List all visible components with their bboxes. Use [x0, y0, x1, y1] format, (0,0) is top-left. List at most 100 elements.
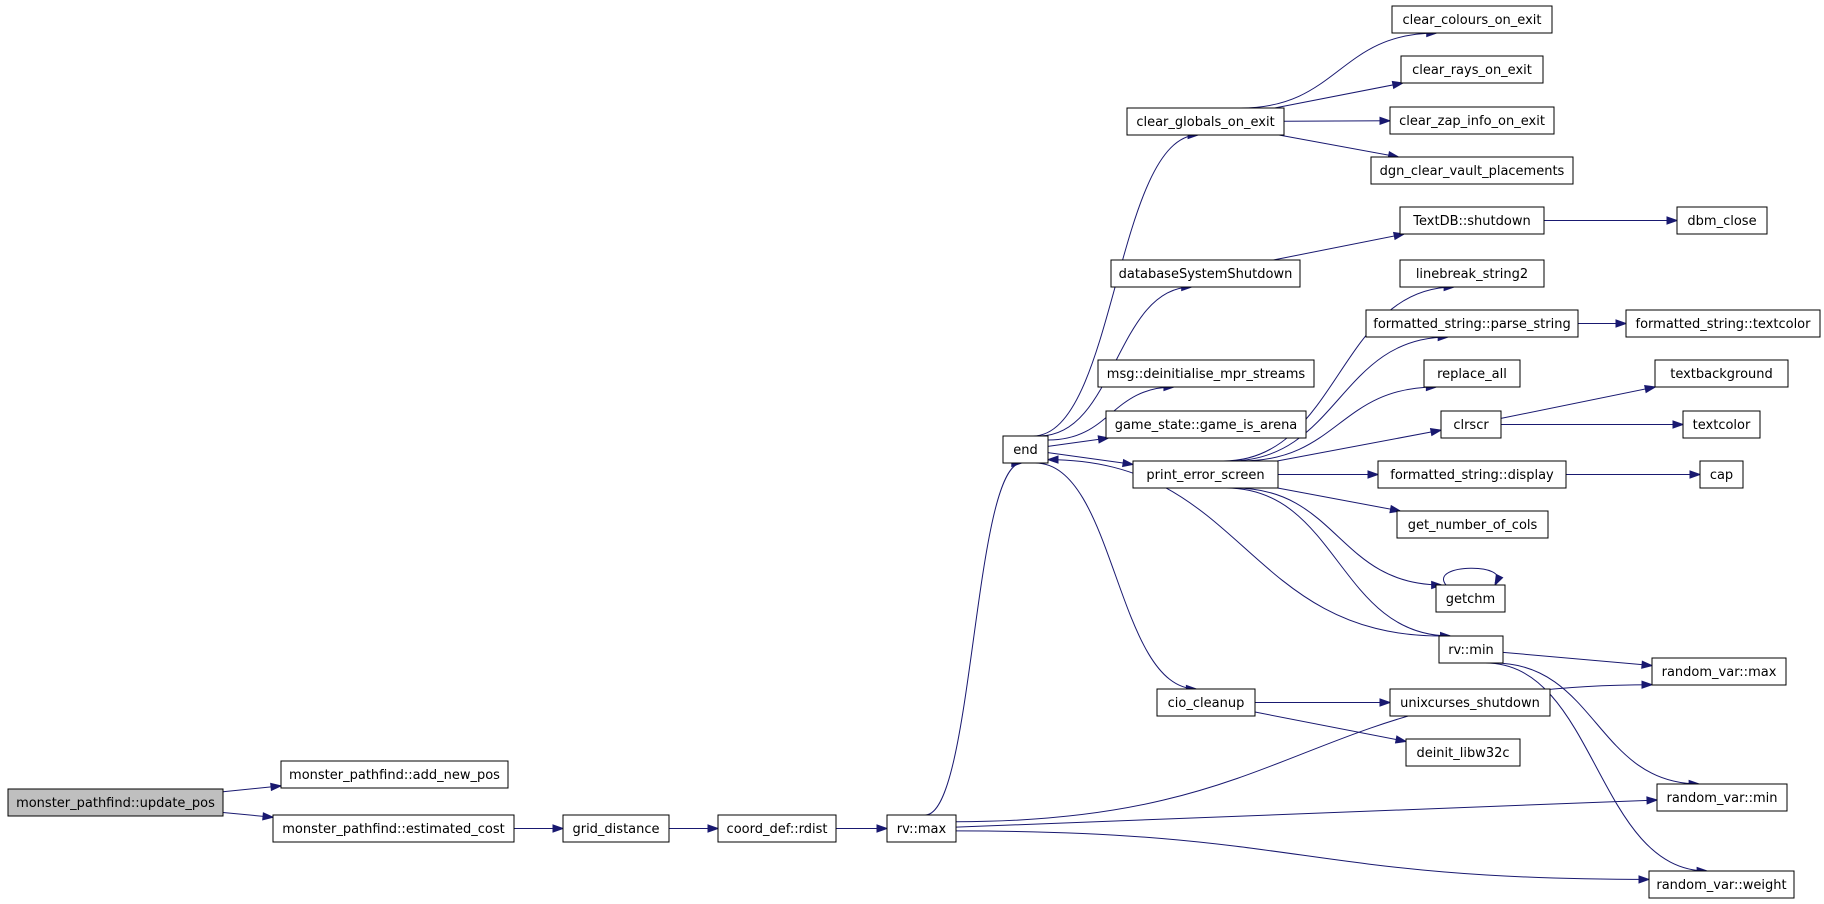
node-label: clear_globals_on_exit — [1136, 115, 1274, 130]
node-box — [1377, 460, 1567, 489]
node-unixcurses[interactable]: unixcurses_shutdown — [1389, 688, 1551, 717]
node-label: clear_colours_on_exit — [1403, 13, 1542, 28]
node-db-shutdown[interactable]: databaseSystemShutdown — [1110, 259, 1301, 288]
node-cap[interactable]: cap — [1699, 460, 1744, 489]
edge-db_shutdown-to-textdb_shutdown — [1273, 231, 1406, 261]
node-label: replace_all — [1437, 367, 1507, 382]
edge-rv_max-to-end — [925, 458, 1024, 816]
node-box — [280, 760, 509, 789]
node-label: deinit_libw32c — [1416, 746, 1509, 761]
edges-layer — [222, 28, 1709, 884]
node-rvar-weight[interactable]: random_var::weight — [1648, 870, 1795, 899]
node-label: clear_zap_info_on_exit — [1399, 114, 1545, 129]
node-box — [1396, 510, 1549, 539]
node-label: get_number_of_cols — [1408, 518, 1538, 533]
edge-cio_cleanup-to-unixcurses — [1255, 698, 1392, 707]
node-getchm[interactable]: getchm — [1435, 584, 1506, 613]
node-label: print_error_screen — [1146, 468, 1264, 483]
node-textdb-shutdown[interactable]: TextDB::shutdown — [1399, 206, 1545, 235]
node-box — [1391, 5, 1553, 34]
node-box — [7, 788, 224, 817]
edge-clear_globals-to-clear_zap — [1283, 116, 1392, 126]
node-rv-max[interactable]: rv::max — [886, 814, 957, 843]
node-cio-cleanup[interactable]: cio_cleanup — [1156, 688, 1256, 717]
node-label: cap — [1710, 468, 1733, 483]
edge-rv_max-to-rvar_weight — [955, 830, 1651, 884]
node-clear-zap[interactable]: clear_zap_info_on_exit — [1389, 106, 1555, 135]
node-box — [1105, 410, 1307, 439]
node-label: monster_pathfind::add_new_pos — [289, 768, 500, 783]
node-box — [886, 814, 957, 843]
node-rv-min[interactable]: rv::min — [1438, 635, 1504, 664]
node-label: cio_cleanup — [1168, 696, 1245, 711]
edge-clrscr-to-textcolor — [1501, 420, 1685, 429]
node-linebreak[interactable]: linebreak_string2 — [1399, 259, 1545, 288]
node-label: textbackground — [1670, 367, 1773, 382]
node-box — [1399, 259, 1545, 288]
node-estimated-cost[interactable]: monster_pathfind::estimated_cost — [272, 814, 515, 843]
node-get-cols[interactable]: get_number_of_cols — [1396, 510, 1549, 539]
edge-end-to-print_error — [1047, 452, 1135, 468]
node-label: dbm_close — [1687, 214, 1756, 229]
node-box — [1389, 688, 1551, 717]
node-box — [1156, 688, 1256, 717]
node-label: linebreak_string2 — [1416, 267, 1528, 282]
node-box — [1435, 584, 1506, 613]
node-clear-rays[interactable]: clear_rays_on_exit — [1400, 55, 1544, 84]
node-label: end — [1013, 443, 1038, 458]
node-add-new-pos[interactable]: monster_pathfind::add_new_pos — [280, 760, 509, 789]
edge-end-to-cio_cleanup — [1035, 462, 1198, 694]
edge-fs_display-to-cap — [1566, 470, 1702, 479]
node-box — [1126, 107, 1285, 136]
node-dgn-clear[interactable]: dgn_clear_vault_placements — [1370, 156, 1574, 185]
node-msg-deinit[interactable]: msg::deinitialise_mpr_streams — [1097, 359, 1315, 388]
node-replace-all[interactable]: replace_all — [1423, 359, 1521, 388]
node-box — [1651, 657, 1787, 686]
edge-clear_globals-to-clear_rays — [1274, 80, 1405, 109]
edge-print_error-to-fs_display — [1278, 470, 1380, 479]
node-box — [1400, 55, 1544, 84]
node-label: grid_distance — [572, 822, 659, 837]
node-box — [1440, 410, 1502, 439]
node-game-is-arena[interactable]: game_state::game_is_arena — [1105, 410, 1307, 439]
edge-rv_min-to-rvar_max — [1502, 651, 1654, 669]
node-box — [1365, 309, 1579, 338]
node-textcolor[interactable]: textcolor — [1682, 410, 1761, 439]
edge-print_error-to-clrscr — [1277, 427, 1443, 462]
node-textbackground[interactable]: textbackground — [1654, 359, 1789, 388]
edge-cio_cleanup-to-deinit_libw32c — [1254, 711, 1408, 744]
edge-rdist-to-rv_max — [836, 824, 889, 833]
node-end[interactable]: end — [1002, 435, 1049, 464]
node-clrscr[interactable]: clrscr — [1440, 410, 1502, 439]
edge-grid_distance-to-rdist — [669, 824, 720, 833]
node-label: random_var::max — [1662, 665, 1777, 680]
node-label: random_var::min — [1667, 791, 1778, 806]
edge-clear_globals-to-dgn_clear — [1278, 134, 1401, 160]
node-rvar-max[interactable]: random_var::max — [1651, 657, 1787, 686]
node-rdist[interactable]: coord_def::rdist — [717, 814, 837, 843]
node-label: databaseSystemShutdown — [1119, 267, 1293, 282]
node-fs-display[interactable]: formatted_string::display — [1377, 460, 1567, 489]
node-parse-string[interactable]: formatted_string::parse_string — [1365, 309, 1579, 338]
node-clear-colours[interactable]: clear_colours_on_exit — [1391, 5, 1553, 34]
nodes-layer: monster_pathfind::update_posmonster_path… — [7, 5, 1821, 899]
node-label: coord_def::rdist — [727, 822, 828, 837]
node-box — [1370, 156, 1574, 185]
node-print-error[interactable]: print_error_screen — [1132, 460, 1279, 489]
node-box — [1405, 738, 1521, 767]
node-label: clrscr — [1453, 418, 1489, 433]
node-label: dgn_clear_vault_placements — [1380, 164, 1565, 179]
node-dbm-close[interactable]: dbm_close — [1676, 206, 1768, 235]
node-box — [1656, 783, 1788, 812]
node-fs-textcolor[interactable]: formatted_string::textcolor — [1625, 309, 1821, 338]
node-grid-distance[interactable]: grid_distance — [562, 814, 670, 843]
node-box — [1682, 410, 1761, 439]
node-rvar-min[interactable]: random_var::min — [1656, 783, 1788, 812]
edge-getchm-to-getchm — [1443, 567, 1504, 587]
node-deinit-libw32c[interactable]: deinit_libw32c — [1405, 738, 1521, 767]
node-clear-globals[interactable]: clear_globals_on_exit — [1126, 107, 1285, 136]
node-box — [272, 814, 515, 843]
node-label: msg::deinitialise_mpr_streams — [1107, 367, 1306, 382]
node-label: rv::min — [1448, 643, 1494, 658]
